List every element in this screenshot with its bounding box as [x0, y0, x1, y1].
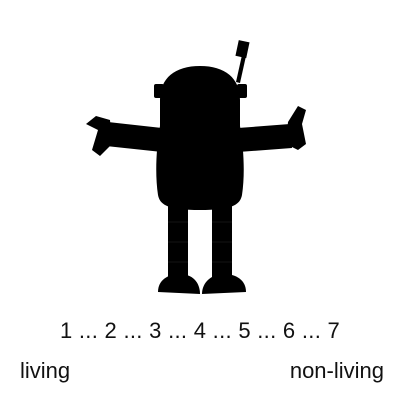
robot-silhouette-icon [86, 40, 306, 294]
scale-label-non-living: non-living [289, 358, 384, 383]
rating-scale-numbers: 1 ... 2 ... 3 ... 4 ... 5 ... 6 ... 7 [59, 318, 341, 343]
scale-label-living: living [20, 358, 71, 383]
